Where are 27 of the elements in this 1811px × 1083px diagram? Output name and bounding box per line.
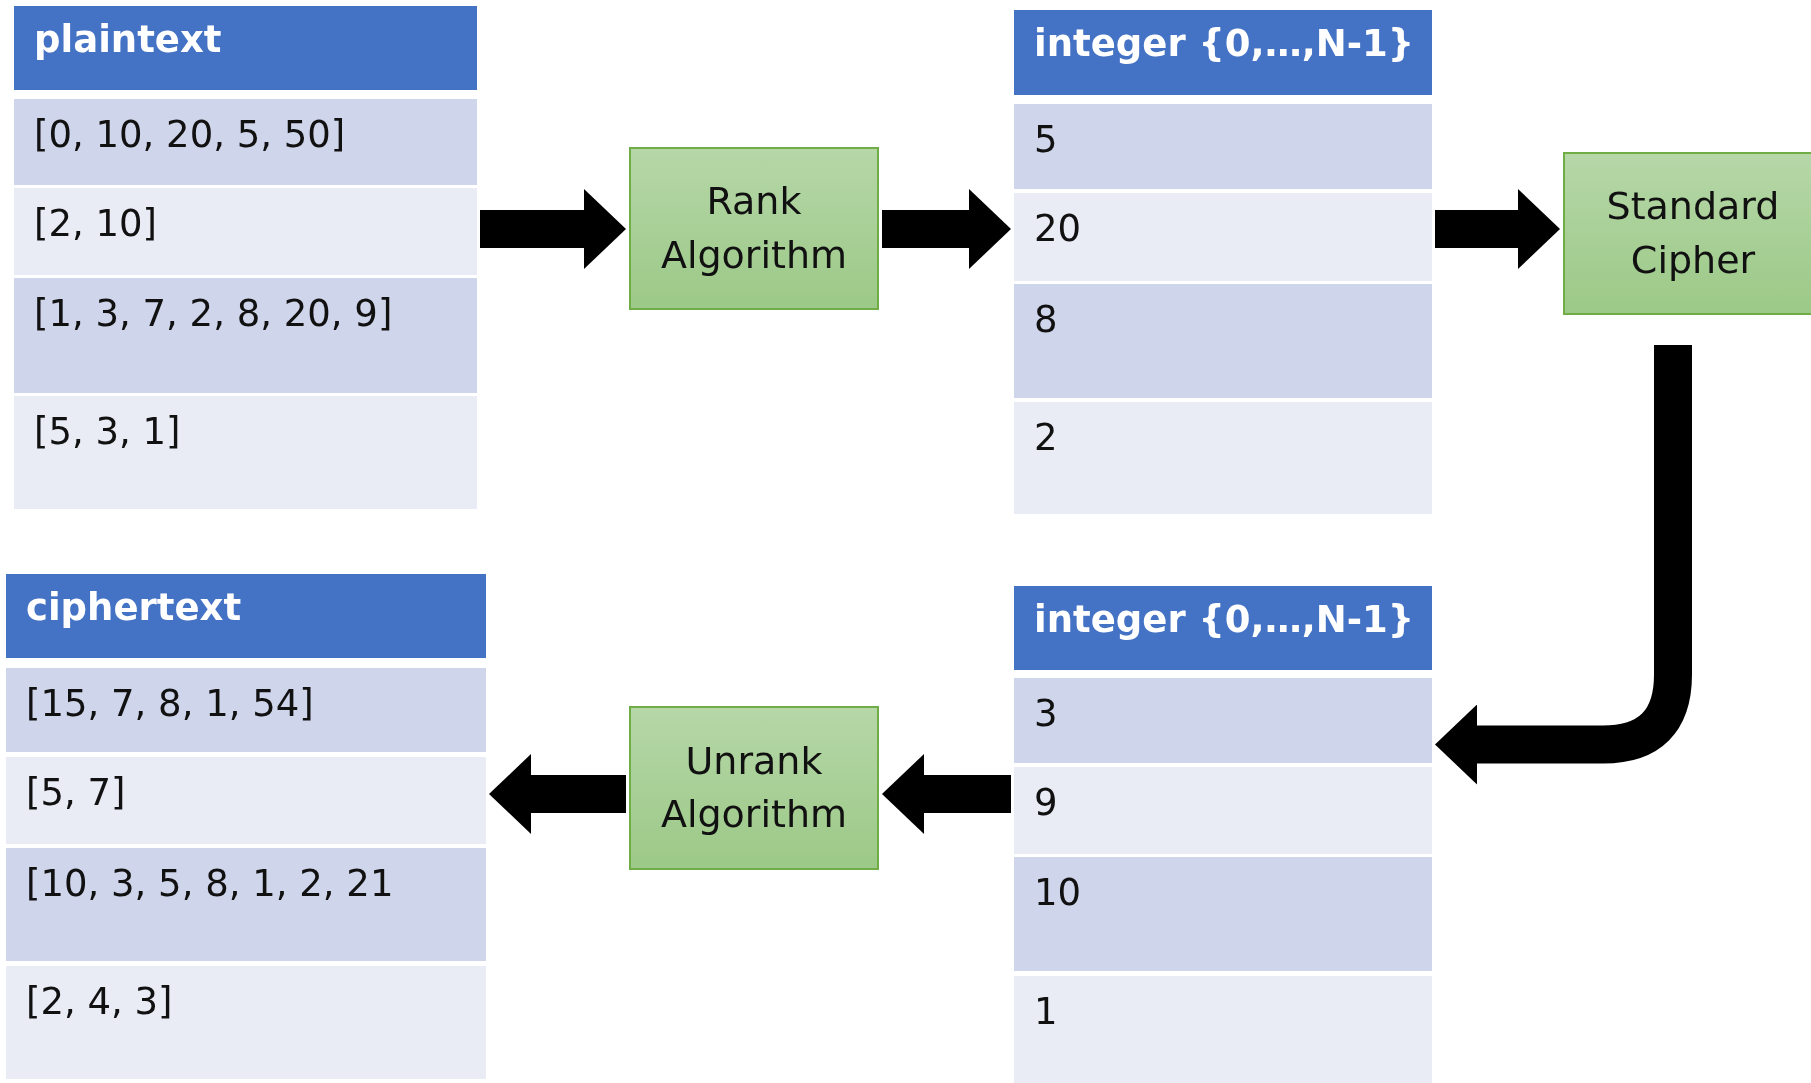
data-table <box>6 574 486 1079</box>
table-cell: [15, 7, 8, 1, 54] <box>6 668 486 752</box>
process-box: Standard Cipher <box>1563 152 1811 315</box>
table-cell: 9 <box>1014 767 1432 854</box>
table-cell: 20 <box>1014 193 1432 281</box>
process-box: Unrank Algorithm <box>629 706 879 870</box>
process-box: Rank Algorithm <box>629 147 879 310</box>
table-cell: 2 <box>1014 402 1432 514</box>
table-cell: [2, 4, 3] <box>6 966 486 1079</box>
table-header: plaintext <box>14 6 477 90</box>
table-header: ciphertext <box>6 574 486 658</box>
table-cell: [5, 7] <box>6 757 486 844</box>
table-header: integer {0,…,N-1} <box>1014 586 1432 670</box>
table-cell: [2, 10] <box>14 188 477 275</box>
table-cell: 5 <box>1014 104 1432 189</box>
table-cell: 1 <box>1014 976 1432 1083</box>
table-cell: 10 <box>1014 857 1432 971</box>
table-cell: [1, 3, 7, 2, 8, 20, 9] <box>14 278 477 393</box>
table-cell: [10, 3, 5, 8, 1, 2, 21 <box>6 848 486 961</box>
table-cell: 8 <box>1014 284 1432 398</box>
table-cell: [5, 3, 1] <box>14 396 477 509</box>
table-header: integer {0,…,N-1} <box>1014 10 1432 95</box>
table-cell: [0, 10, 20, 5, 50] <box>14 99 477 185</box>
data-table <box>1014 10 1432 514</box>
data-table <box>14 6 477 509</box>
data-table <box>1014 586 1432 1083</box>
table-cell: 3 <box>1014 678 1432 763</box>
